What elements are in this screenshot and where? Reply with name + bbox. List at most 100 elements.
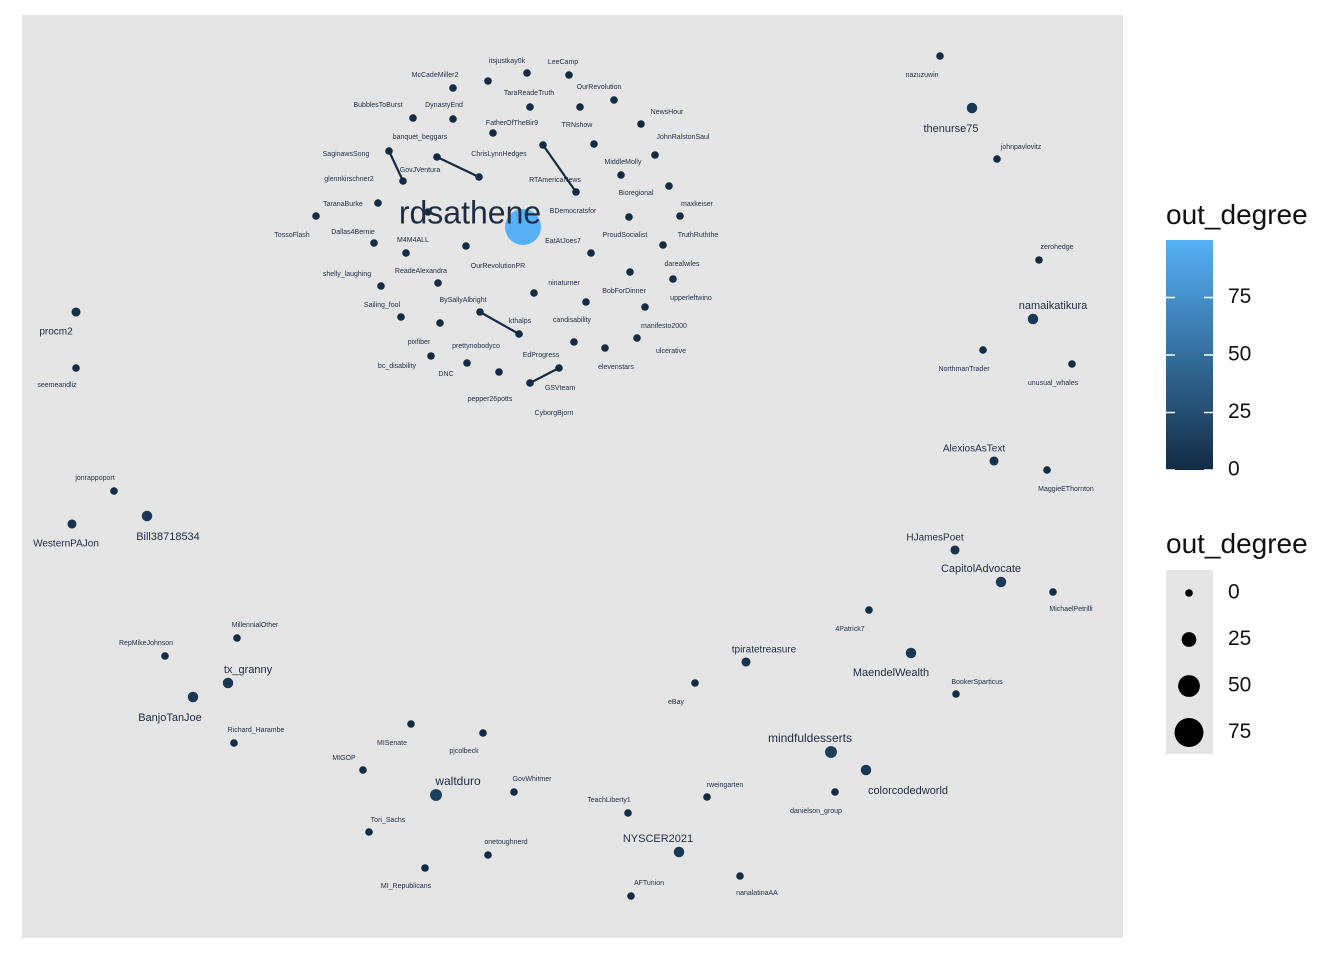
- node: [141, 510, 153, 522]
- node-label: OurRevolutionPR: [471, 263, 525, 270]
- node-label: AFTunion: [634, 880, 664, 887]
- node: [979, 346, 987, 354]
- node: [637, 120, 645, 128]
- node-label: rweingarten: [707, 782, 744, 789]
- node-label: eBay: [668, 699, 684, 706]
- node: [530, 289, 538, 297]
- color-tick-label: 25: [1228, 400, 1251, 423]
- node-label: MaggieEThornton: [1038, 486, 1094, 493]
- node-label: BobForDinner: [602, 288, 646, 295]
- node: [436, 319, 444, 327]
- node-label: NYSCER2021: [623, 833, 693, 845]
- node: [484, 77, 492, 85]
- node: [905, 647, 917, 659]
- node-label: GovWhitmer: [513, 776, 553, 783]
- node: [434, 279, 442, 287]
- plot-panel: [22, 15, 1123, 938]
- color-tick-label: 0: [1228, 458, 1240, 481]
- size-key: [1174, 718, 1204, 747]
- node-label: BubblesToBurst: [353, 102, 402, 109]
- node: [1068, 360, 1076, 368]
- node: [526, 103, 534, 111]
- node: [676, 212, 684, 220]
- node-label: MI_Republicans: [381, 883, 432, 890]
- node-label: EdProgress: [523, 352, 560, 359]
- size-key-label: 50: [1228, 674, 1251, 697]
- node-label: johnpavlovitz: [1000, 144, 1042, 151]
- node: [370, 239, 378, 247]
- node-label: JohnRalstonSaul: [657, 134, 710, 141]
- node: [399, 177, 407, 185]
- node-label: unusual_whales: [1028, 380, 1079, 387]
- node: [626, 268, 634, 276]
- node: [565, 71, 573, 79]
- node-layer: [67, 52, 1076, 900]
- node: [161, 652, 169, 660]
- color-tick-label: 50: [1228, 343, 1251, 366]
- node-label: M4M4ALL: [397, 237, 429, 244]
- node: [479, 729, 487, 737]
- edge: [436, 156, 480, 178]
- node-label: McCadeMiller2: [412, 72, 459, 79]
- node: [610, 96, 618, 104]
- node: [365, 828, 373, 836]
- node-label: danielson_group: [790, 808, 842, 815]
- node-label: 4Patrick7: [835, 626, 864, 633]
- edge: [479, 311, 520, 335]
- node-label: zerohedge: [1040, 244, 1073, 251]
- node-label: rdsathene: [399, 194, 541, 230]
- node-label: Bill38718534: [136, 531, 200, 543]
- node: [510, 788, 518, 796]
- node-label: TRNshow: [562, 122, 594, 129]
- node: [741, 657, 751, 667]
- node-label: thenurse75: [923, 123, 978, 135]
- node: [936, 52, 944, 60]
- node-label: BanjoTanJoe: [138, 712, 202, 724]
- node: [407, 720, 415, 728]
- node: [576, 103, 584, 111]
- node-label: NewsHour: [651, 109, 684, 116]
- node-label: RepMikeJohnson: [119, 640, 173, 647]
- node: [590, 140, 598, 148]
- node: [397, 313, 405, 321]
- size-key: [1181, 632, 1197, 647]
- node-label: itsjustkay0k: [489, 58, 526, 65]
- size-key: [1178, 675, 1200, 697]
- node: [67, 519, 77, 529]
- node: [421, 864, 429, 872]
- node-label: Tori_Sachs: [371, 817, 406, 824]
- node-label: ProudSocialist: [603, 232, 648, 239]
- size-key-label: 75: [1228, 720, 1251, 743]
- node-label: Richard_Harambe: [228, 727, 285, 734]
- node: [582, 298, 590, 306]
- node-label: Sailing_fool: [364, 302, 401, 309]
- node: [187, 691, 199, 703]
- node: [523, 69, 531, 77]
- node-label: MiddleMolly: [605, 159, 642, 166]
- node: [539, 141, 547, 149]
- node: [476, 308, 484, 316]
- edge: [542, 144, 577, 193]
- node-label: shelly_laughing: [323, 271, 371, 278]
- node: [433, 153, 441, 161]
- node-label: DNC: [438, 371, 453, 378]
- node-label: glennkirschner2: [324, 176, 374, 183]
- node-label: pepper26potts: [468, 396, 513, 403]
- color-legend-title: out_degree: [1166, 199, 1308, 230]
- node-label: Bioregional: [618, 190, 653, 197]
- node: [627, 892, 635, 900]
- node: [462, 242, 470, 250]
- node-label: prettynobodyco: [452, 343, 500, 350]
- node-label: BySallyAlbright: [439, 297, 486, 304]
- node: [222, 677, 234, 689]
- node: [1043, 466, 1051, 474]
- node: [952, 690, 960, 698]
- node-label: upperleftwino: [670, 295, 712, 302]
- node-label: NorthmanTrader: [938, 366, 990, 373]
- node: [1049, 588, 1057, 596]
- node-label: namaikatikura: [1019, 300, 1088, 312]
